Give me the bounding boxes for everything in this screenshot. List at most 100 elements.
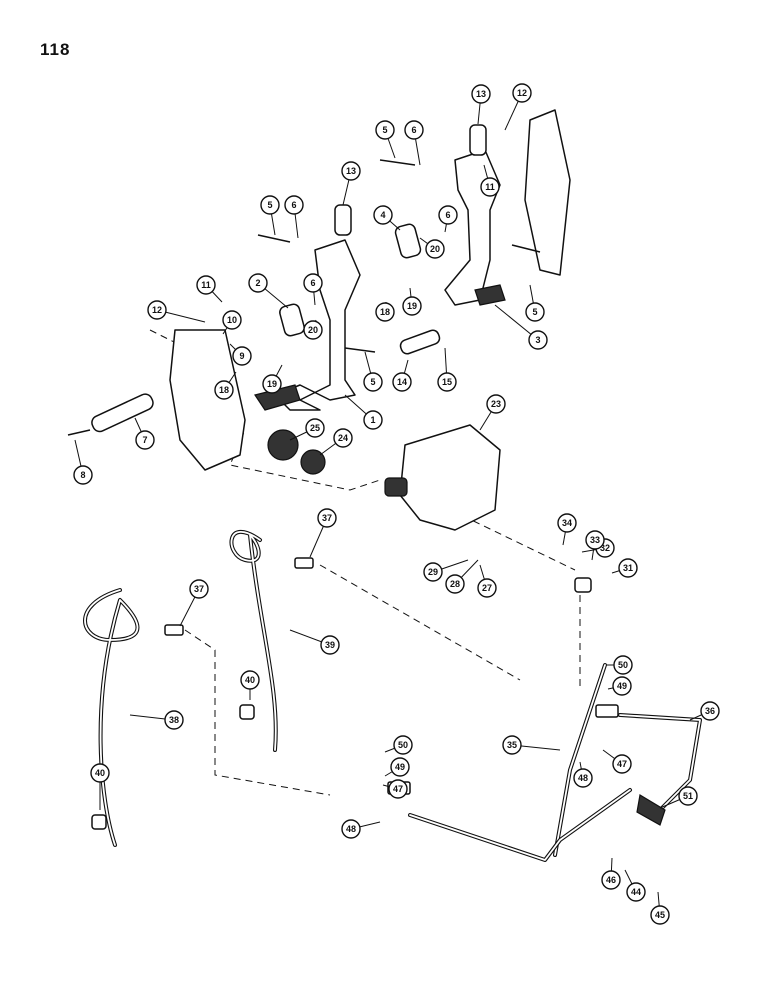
bushing-4 bbox=[394, 223, 422, 259]
bushing-2 bbox=[279, 303, 305, 337]
callout-19: 19 bbox=[402, 287, 422, 316]
callout-40: 40 bbox=[90, 763, 110, 810]
callout-33: 33 bbox=[585, 530, 605, 561]
callout-label: 47 bbox=[617, 759, 627, 769]
callout-label: 32 bbox=[600, 543, 610, 553]
callout-label: 4 bbox=[380, 210, 385, 220]
bolts bbox=[67, 159, 541, 436]
callout-12: 12 bbox=[504, 83, 532, 131]
callout-14: 14 bbox=[392, 359, 412, 392]
callout-label: 5 bbox=[370, 377, 375, 387]
callout-44: 44 bbox=[624, 869, 646, 902]
callout-34: 34 bbox=[557, 513, 577, 546]
callout-label: 24 bbox=[338, 433, 348, 443]
callout-28: 28 bbox=[445, 559, 479, 594]
callout-label: 46 bbox=[606, 875, 616, 885]
callout-label: 19 bbox=[407, 301, 417, 311]
callout-label: 11 bbox=[201, 280, 211, 290]
callout-49: 49 bbox=[607, 676, 632, 696]
pin-14 bbox=[399, 329, 441, 355]
spring-13-left bbox=[334, 204, 352, 236]
callout-label: 48 bbox=[578, 773, 588, 783]
callout-18: 18 bbox=[214, 371, 237, 400]
callout-label: 6 bbox=[411, 125, 416, 135]
callout-8: 8 bbox=[73, 439, 93, 485]
callout-label: 20 bbox=[308, 325, 318, 335]
callout-35: 35 bbox=[502, 735, 561, 755]
callout-label: 13 bbox=[346, 166, 356, 176]
callout-37: 37 bbox=[309, 508, 337, 558]
callout-49: 49 bbox=[384, 757, 410, 777]
callout-label: 15 bbox=[442, 377, 452, 387]
callout-label: 14 bbox=[397, 377, 407, 387]
spring-13-right bbox=[469, 124, 487, 156]
callout-31: 31 bbox=[611, 558, 638, 578]
callout-4: 4 bbox=[373, 205, 401, 231]
callout-47: 47 bbox=[602, 749, 632, 774]
callout-51: 51 bbox=[659, 786, 698, 809]
mounting-plate-left bbox=[169, 329, 246, 471]
callout-40: 40 bbox=[240, 670, 260, 700]
callout-label: 3 bbox=[535, 335, 540, 345]
callout-label: 31 bbox=[623, 563, 633, 573]
callout-23: 23 bbox=[479, 394, 506, 431]
page-number: 118 bbox=[40, 40, 71, 59]
callout-1: 1 bbox=[344, 394, 383, 430]
callout-label: 50 bbox=[618, 660, 628, 670]
callout-label: 45 bbox=[655, 910, 665, 920]
callout-13: 13 bbox=[341, 161, 361, 206]
callout-37: 37 bbox=[179, 579, 209, 627]
brake-lines bbox=[83, 530, 702, 862]
callout-46: 46 bbox=[601, 857, 621, 890]
callout-6: 6 bbox=[404, 120, 424, 166]
callout-5: 5 bbox=[363, 351, 383, 392]
callout-label: 6 bbox=[291, 200, 296, 210]
callout-label: 6 bbox=[310, 278, 315, 288]
callout-label: 2 bbox=[255, 278, 260, 288]
mounting-plate-right bbox=[524, 109, 571, 276]
callout-29: 29 bbox=[423, 559, 469, 582]
callout-label: 7 bbox=[142, 435, 147, 445]
callout-39: 39 bbox=[289, 629, 340, 655]
callout-label: 38 bbox=[169, 715, 179, 725]
roller-24 bbox=[300, 449, 326, 475]
callout-11: 11 bbox=[480, 164, 500, 197]
callout-label: 37 bbox=[194, 584, 204, 594]
callout-label: 47 bbox=[393, 784, 403, 794]
callout-10: 10 bbox=[222, 310, 242, 335]
callout-47: 47 bbox=[382, 779, 408, 799]
callout-label: 40 bbox=[245, 675, 255, 685]
callout-25: 25 bbox=[289, 418, 325, 441]
pedal-pad-left bbox=[254, 384, 301, 411]
callout-2: 2 bbox=[248, 273, 289, 309]
callout-label: 12 bbox=[517, 88, 527, 98]
callout-label: 33 bbox=[590, 535, 600, 545]
callout-5: 5 bbox=[525, 284, 545, 322]
callout-label: 49 bbox=[395, 762, 405, 772]
callout-20: 20 bbox=[303, 319, 323, 340]
callout-6: 6 bbox=[303, 273, 323, 306]
callout-label: 18 bbox=[219, 385, 229, 395]
callout-label: 35 bbox=[507, 740, 517, 750]
pedal-pad-right bbox=[474, 284, 506, 306]
callout-label: 34 bbox=[562, 518, 572, 528]
callout-6: 6 bbox=[284, 195, 304, 239]
fittings bbox=[91, 557, 666, 830]
callout-label: 11 bbox=[485, 182, 495, 192]
callout-label: 28 bbox=[450, 579, 460, 589]
callout-label: 44 bbox=[631, 887, 641, 897]
callout-7: 7 bbox=[134, 417, 155, 450]
callout-label: 51 bbox=[683, 791, 693, 801]
callout-label: 39 bbox=[325, 640, 335, 650]
callout-45: 45 bbox=[650, 891, 670, 925]
callout-label: 25 bbox=[310, 423, 320, 433]
callout-label: 48 bbox=[346, 824, 356, 834]
callout-13: 13 bbox=[471, 84, 491, 125]
brake-pedal-right bbox=[444, 149, 501, 306]
callout-label: 1 bbox=[370, 415, 375, 425]
callout-5: 5 bbox=[375, 120, 396, 159]
callout-label: 29 bbox=[428, 567, 438, 577]
callout-label: 20 bbox=[430, 244, 440, 254]
callout-label: 8 bbox=[80, 470, 85, 480]
